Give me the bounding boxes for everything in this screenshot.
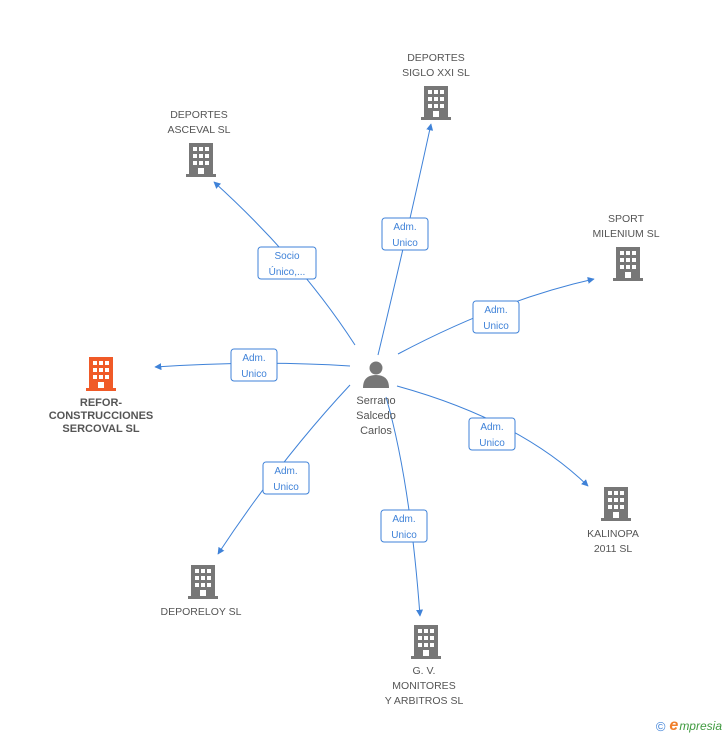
company-node-deporeloy[interactable]: DEPORELOY SL xyxy=(161,565,242,618)
company-name-line: Y ARBITROS SL xyxy=(385,695,464,707)
brand-logo-text: mpresia xyxy=(679,719,722,733)
company-name-line: MONITORES xyxy=(392,680,455,692)
role-label-gv-monitores[interactable]: Adm. Unico xyxy=(380,509,428,543)
person-icon xyxy=(363,361,389,388)
role-label-text: Unico xyxy=(273,482,299,493)
building-icon xyxy=(188,565,218,599)
role-label-box xyxy=(262,461,310,495)
role-labels-layer: Adm.UnicoSocioÚnico,...Adm.UnicoAdm.Unic… xyxy=(230,217,520,543)
company-name-line: MILENIUM SL xyxy=(592,228,659,240)
company-node-deportes-asceval[interactable]: DEPORTES ASCEVAL SL xyxy=(167,109,231,177)
company-name-line: CONSTRUCCIONES xyxy=(49,410,154,422)
role-label-text: Adm. xyxy=(393,222,416,233)
role-label-text: Único,... xyxy=(269,265,306,278)
footer-brand: © e mpresia xyxy=(656,716,722,736)
role-label-box xyxy=(468,417,516,451)
role-label-text: Socio xyxy=(274,251,299,262)
company-name-line: 2011 SL xyxy=(594,543,632,555)
role-label-deportes-asceval[interactable]: SocioÚnico,... xyxy=(257,246,317,280)
person-name-line: Carlos xyxy=(360,425,392,437)
role-label-text: Adm. xyxy=(242,353,265,364)
company-name-line: KALINOPA xyxy=(587,528,639,540)
role-label-text: Adm. xyxy=(392,514,415,525)
building-icon xyxy=(613,247,643,281)
company-node-gv-monitores[interactable]: G. V. MONITORES Y ARBITROS SL xyxy=(385,625,464,707)
role-label-box xyxy=(257,246,317,280)
company-name-line: REFOR- xyxy=(80,397,123,409)
nodes-layer: DEPORTES SIGLO XXI SL DEPORTES ASCEVAL SL SP… xyxy=(49,52,660,707)
role-label-text: Adm. xyxy=(274,466,297,477)
brand-logo-initial: e xyxy=(669,717,679,734)
role-label-text: Unico xyxy=(483,321,509,332)
company-name-line: SPORT xyxy=(608,213,645,225)
role-label-text: Unico xyxy=(241,369,267,380)
company-node-kalinopa[interactable]: KALINOPA 2011 SL xyxy=(587,487,639,555)
building-icon xyxy=(411,625,441,659)
person-name-line: Serrano xyxy=(356,395,395,407)
company-node-sport-milenium[interactable]: SPORT MILENIUM SL xyxy=(592,213,660,281)
role-label-text: Adm. xyxy=(484,305,507,316)
company-name-line: DEPORTES xyxy=(170,109,228,121)
role-label-box xyxy=(230,348,278,382)
role-label-box xyxy=(380,509,428,543)
role-label-text: Adm. xyxy=(480,422,503,433)
company-name-line: SIGLO XXI SL xyxy=(402,67,470,79)
company-name-line: DEPORELOY SL xyxy=(161,606,242,618)
role-label-kalinopa[interactable]: Adm. Unico xyxy=(468,417,516,451)
company-name-line: G. V. xyxy=(413,665,436,677)
role-label-box xyxy=(472,300,520,334)
company-name-line: DEPORTES xyxy=(407,52,465,64)
building-icon xyxy=(86,357,116,391)
edge-gv-monitores xyxy=(385,396,424,617)
role-label-text: Unico xyxy=(479,438,505,449)
building-icon xyxy=(601,487,631,521)
building-icon xyxy=(421,86,451,120)
role-label-deportes-siglo-xxi[interactable]: Adm. Unico xyxy=(381,217,429,251)
role-label-sport-milenium[interactable]: Adm. Unico xyxy=(472,300,520,334)
building-icon xyxy=(186,143,216,177)
company-name-line: SERCOVAL SL xyxy=(62,423,139,435)
role-label-text: Unico xyxy=(392,238,418,249)
role-label-refor-construcciones[interactable]: Adm. Unico xyxy=(230,348,278,382)
role-label-deporeloy[interactable]: Adm. Unico xyxy=(262,461,310,495)
company-node-deportes-siglo-xxi[interactable]: DEPORTES SIGLO XXI SL xyxy=(402,52,470,120)
company-name-line: ASCEVAL SL xyxy=(167,124,230,136)
role-label-text: Unico xyxy=(391,530,417,541)
role-label-box xyxy=(381,217,429,251)
copyright-icon: © xyxy=(655,718,666,734)
person-name-line: Salcedo xyxy=(356,410,396,422)
